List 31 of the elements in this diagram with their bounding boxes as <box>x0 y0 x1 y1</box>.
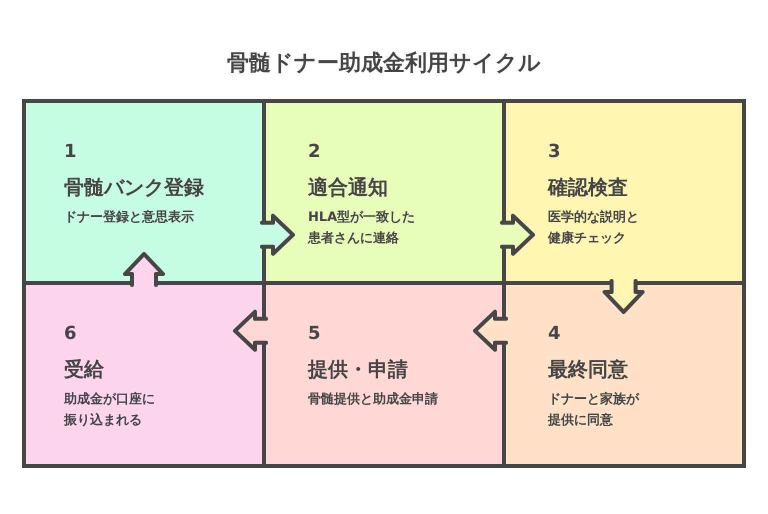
step-panel <box>506 285 746 468</box>
step-title: 受給 <box>64 357 104 381</box>
arrow <box>602 279 645 314</box>
step-description: 助成金が口座に振り込まれる <box>64 390 156 430</box>
arrow <box>473 310 508 352</box>
step-panel <box>266 285 506 468</box>
step-description: HLA型が一致した患者さんに連絡 <box>308 209 416 248</box>
step-number: 5 <box>308 325 321 343</box>
step-description: 骨髄提供と助成金申請 <box>308 391 438 409</box>
step-title: 適合通知 <box>308 175 388 199</box>
arrow <box>233 310 268 352</box>
step-description: ドナー登録と意思表示 <box>64 208 194 227</box>
step-number: 3 <box>548 143 561 161</box>
step-description: 医学的な説明と健康チェック <box>548 209 640 248</box>
step-number: 4 <box>548 325 561 343</box>
step-number: 2 <box>308 143 321 161</box>
step-title: 最終同意 <box>548 357 628 381</box>
arrow <box>260 214 295 256</box>
step-number: 6 <box>64 325 77 343</box>
step-title: 骨髄バンク登録 <box>64 175 204 199</box>
step-number: 1 <box>64 143 77 161</box>
step-panel <box>266 99 506 285</box>
step-description: ドナーと家族が提供に同意 <box>548 390 640 430</box>
arrow <box>123 252 165 287</box>
step-panel <box>506 99 746 285</box>
step-title: 確認検査 <box>548 175 628 199</box>
step-panel <box>22 99 266 285</box>
step-panel <box>22 285 266 468</box>
step-title: 提供・申請 <box>308 357 408 381</box>
arrow <box>500 214 535 256</box>
diagram-title: 骨髄ドナー助成金利用サイクル <box>227 50 541 78</box>
